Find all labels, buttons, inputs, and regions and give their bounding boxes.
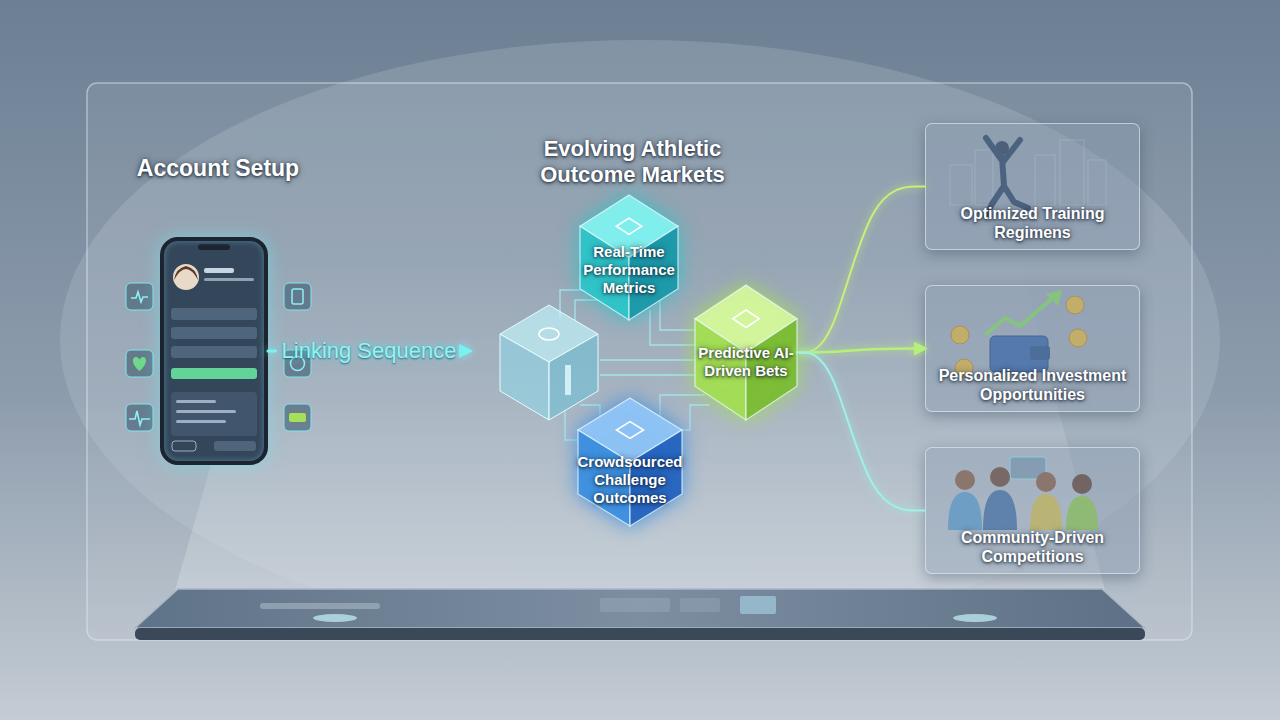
- glass-cube: [500, 305, 598, 420]
- flow-line: [797, 353, 925, 511]
- challenge-cube: Crowdsourced Challenge Outcomes: [578, 398, 682, 526]
- side-icon: [284, 283, 311, 310]
- side-icon: [126, 283, 153, 310]
- screen-line: [176, 420, 226, 423]
- tablet-surface: [135, 589, 1145, 628]
- cube-right: [549, 334, 598, 420]
- edge-label: Linking Sequence: [282, 338, 457, 364]
- pulse-glyph: [131, 292, 148, 302]
- avatar: [173, 264, 199, 290]
- metric-cube: Real-Time Performance Metrics: [580, 195, 678, 320]
- outcome-card: Optimized Training Regimens: [925, 123, 1140, 250]
- doc-glyph: [292, 289, 303, 304]
- node-label: Crowdsourced Challenge Outcomes: [564, 453, 696, 507]
- cube-slot: [565, 365, 571, 395]
- screen-line: [176, 410, 236, 413]
- node-label: Personalized Investment Opportunities: [926, 366, 1139, 404]
- screen-panel: [171, 392, 257, 436]
- screen-toggle: [171, 368, 257, 379]
- backdrop-glow: [60, 40, 1220, 640]
- network-line: [650, 310, 700, 345]
- cube-icon: [733, 310, 760, 328]
- screen-field: [171, 308, 257, 320]
- bet-cube: Predictive AI-Driven Bets: [695, 285, 797, 420]
- network-line: [600, 374, 700, 375]
- screen-line: [204, 268, 234, 273]
- screen-line: [204, 278, 254, 281]
- outcome-card: Community-Driven Competitions: [925, 447, 1140, 574]
- section-heading: Evolving Athletic Outcome Markets: [513, 136, 753, 188]
- cube-icon: [616, 422, 643, 439]
- tablet-edge: [135, 628, 1145, 640]
- tablet-ui-block: [740, 596, 776, 614]
- outcome-card: Personalized Investment Opportunities: [925, 285, 1140, 412]
- flow-arrow: [797, 349, 925, 353]
- phone-node: Account Setup: [160, 237, 268, 465]
- phone-notch: [198, 244, 230, 250]
- tablet-ui-glow: [953, 614, 997, 622]
- icon-frame: [284, 283, 311, 310]
- node-label: Predictive AI-Driven Bets: [680, 344, 812, 380]
- tablet-ui-bar: [260, 603, 380, 609]
- icon-frame: [126, 283, 153, 310]
- heart-glyph: [133, 357, 146, 371]
- tablet-ui-block: [600, 598, 670, 612]
- icon-frame: [126, 404, 153, 431]
- screen-field: [171, 346, 257, 358]
- node-label: Optimized Training Regimens: [926, 204, 1139, 242]
- market-group: Evolving Athletic Outcome MarketsReal-Ti…: [470, 128, 795, 538]
- screen-line: [176, 400, 216, 403]
- tablet-ui-glow: [313, 614, 357, 622]
- network-line: [660, 395, 705, 420]
- side-icon: [126, 350, 153, 377]
- side-icon: [284, 404, 311, 431]
- glass-panel: [87, 83, 1192, 640]
- screen-button: [172, 441, 196, 451]
- section-heading: Account Setup: [104, 155, 332, 182]
- cube-left: [500, 334, 549, 420]
- flow-line: [797, 187, 925, 353]
- icon-frame: [284, 404, 311, 431]
- cube-icon: [539, 328, 559, 340]
- network-line: [600, 359, 700, 360]
- avatar-hair: [174, 266, 198, 280]
- node-label: Community-Driven Competitions: [926, 528, 1139, 566]
- side-icon: [126, 404, 153, 431]
- cube-icon: [616, 218, 641, 234]
- icon-frame: [126, 350, 153, 377]
- phone-screen: [163, 240, 265, 462]
- tablet-ui-block: [680, 598, 720, 612]
- screen-field: [171, 327, 257, 339]
- device-glyph: [289, 413, 306, 422]
- screen-button: [214, 441, 256, 451]
- node-label: Real-Time Performance Metrics: [563, 243, 695, 297]
- pulse-glyph: [129, 411, 150, 425]
